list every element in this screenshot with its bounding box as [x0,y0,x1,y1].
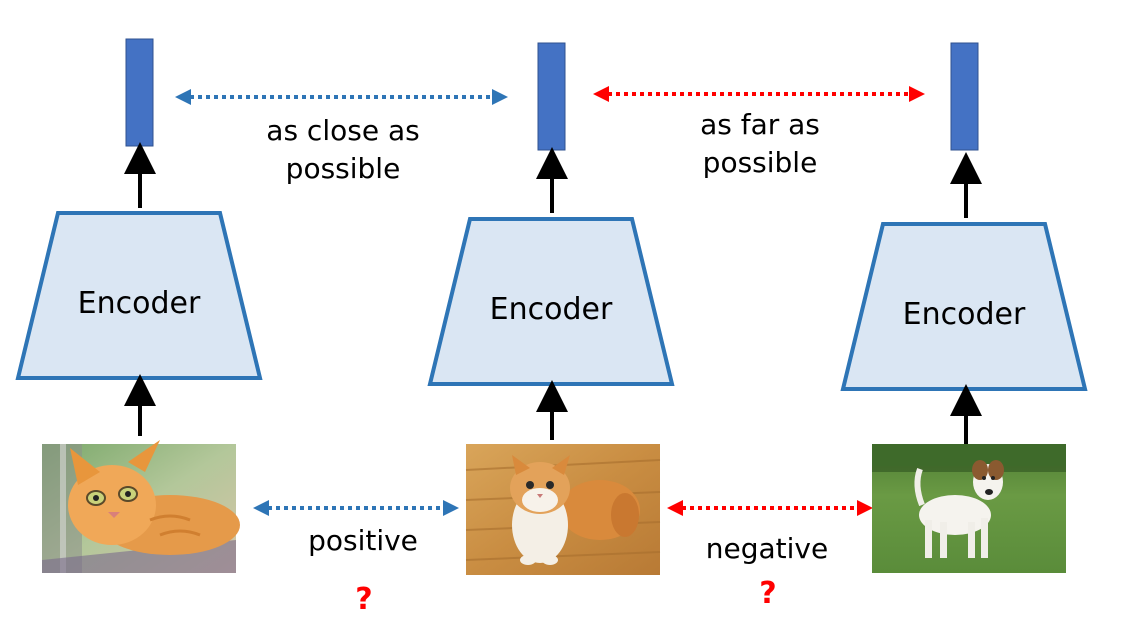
embedding-vector-2 [537,42,566,151]
close-label-line1: as close as [266,114,420,147]
close-label-line2: possible [285,152,401,185]
close-label: as close as possible [243,112,443,188]
embedding-vector-1 [125,38,154,147]
dog-image [872,444,1066,573]
positive-question-mark: ? [355,582,373,617]
encoder-1 [15,211,263,380]
close-double-arrow [175,89,508,105]
encoder-1-label: Encoder [77,286,201,321]
cat-image-2 [465,444,661,575]
encoder-3 [840,222,1088,391]
far-label-line1: as far as [700,108,820,141]
encoder-2 [427,217,675,386]
negative-question-mark: ? [759,576,777,611]
encoder-3-label: Encoder [902,297,1026,332]
positive-double-arrow [253,500,459,516]
positive-label: positive [308,524,418,557]
cat-image-1 [42,440,240,573]
encoder-2-label: Encoder [489,292,613,327]
embedding-vector-3 [950,42,979,151]
far-double-arrow [593,86,925,102]
negative-label: negative [705,532,829,565]
negative-double-arrow [667,500,873,516]
far-label-line2: possible [702,146,818,179]
far-label: as far as possible [660,106,860,182]
